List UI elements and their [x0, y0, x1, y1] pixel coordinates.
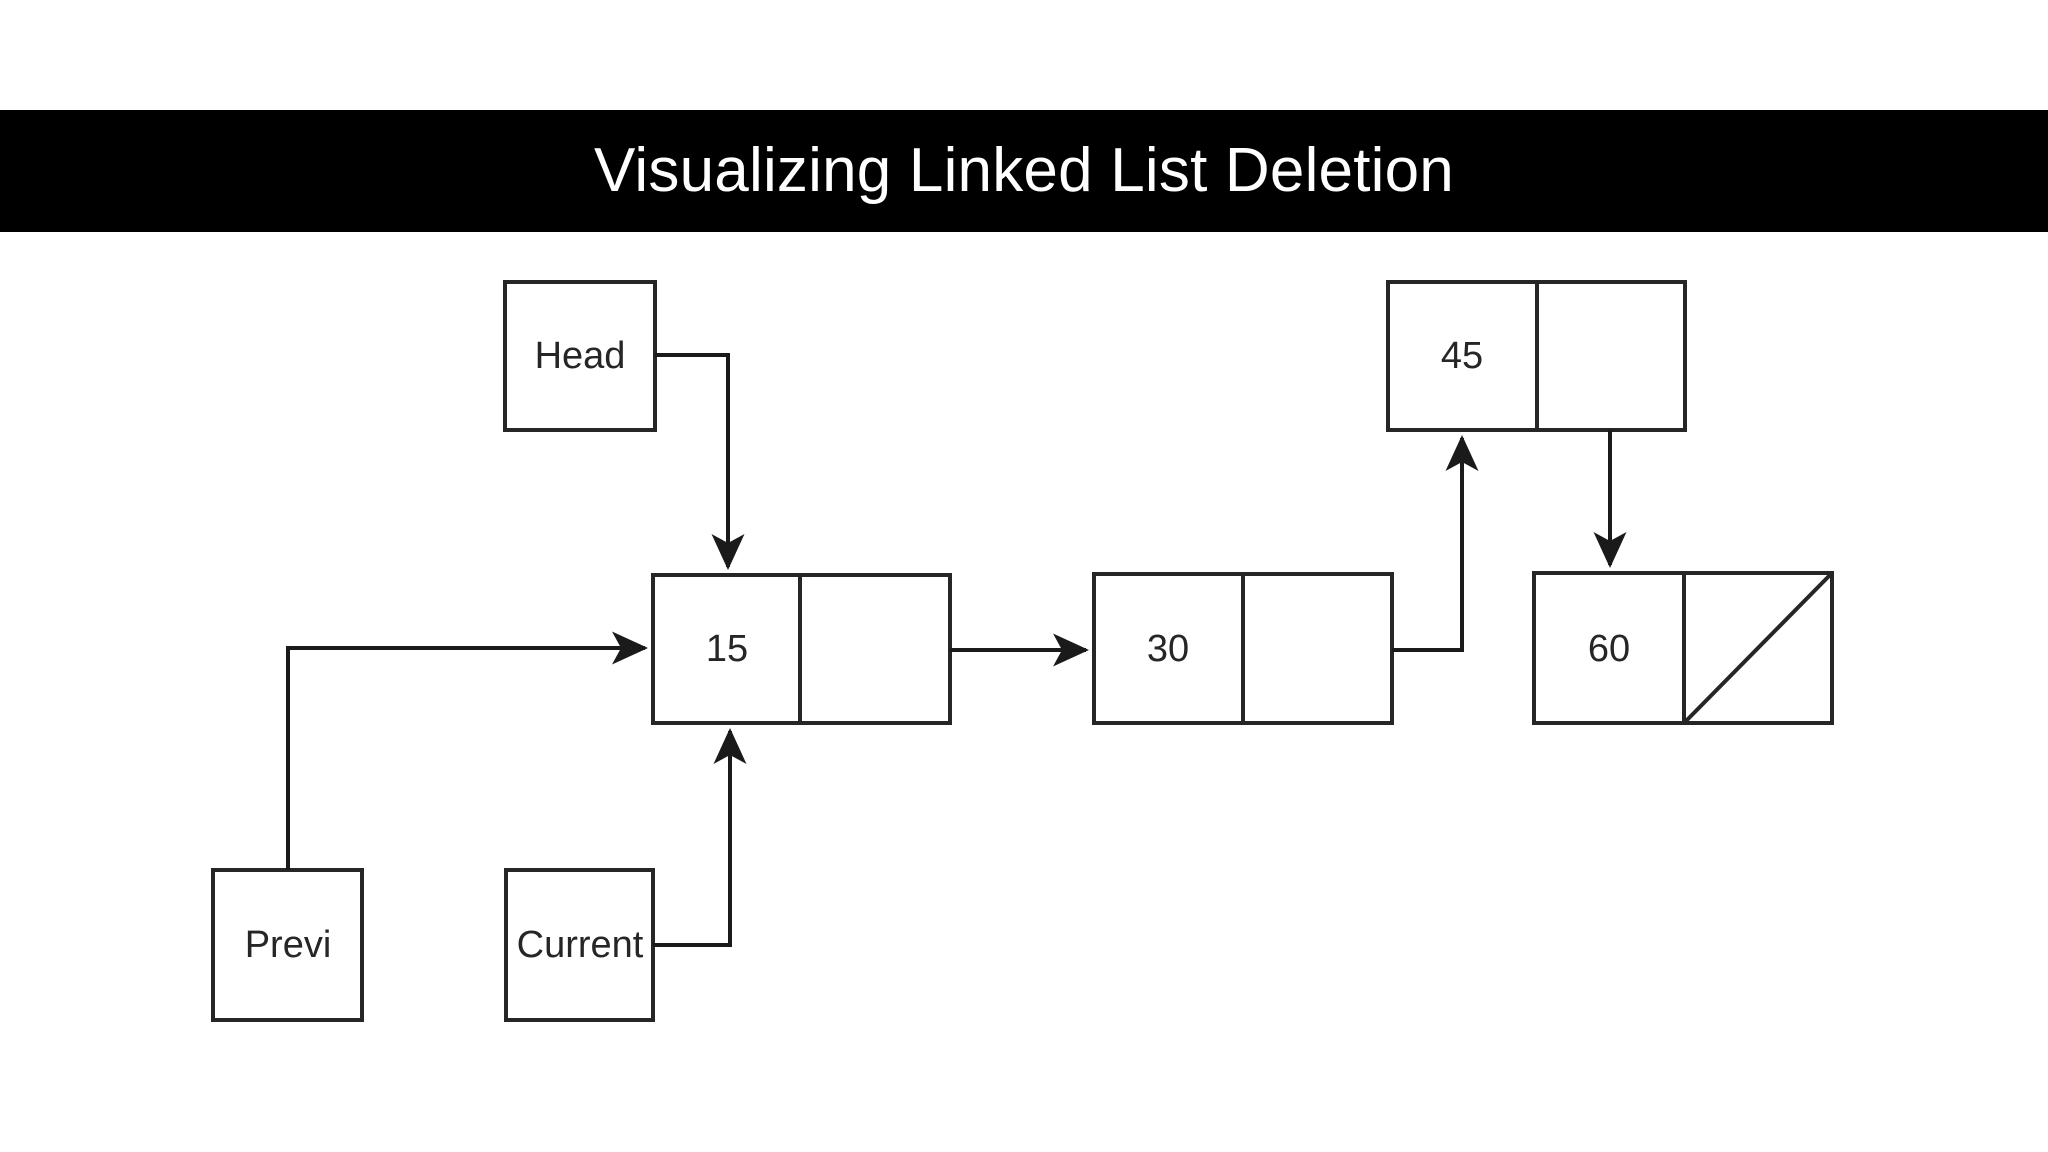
diagram-canvas [211, 280, 1834, 1022]
pointer-box-previ [211, 868, 364, 1022]
edge-node-30-to-node-45 [1392, 435, 1479, 652]
title-bar: Visualizing Linked List Deletion [0, 110, 2048, 232]
edge-previ-to-node-15 [286, 631, 648, 870]
pointer-box-current [504, 868, 655, 1022]
linked-list-diagram: Head Previ Current 15 30 45 60 [0, 232, 2048, 1152]
null-slash-icon [1684, 573, 1832, 723]
edge-head-to-node-15 [655, 353, 745, 570]
edge-current-to-node-15 [653, 728, 747, 947]
page-title: Visualizing Linked List Deletion [594, 136, 1454, 205]
pointer-box-head [503, 280, 657, 432]
